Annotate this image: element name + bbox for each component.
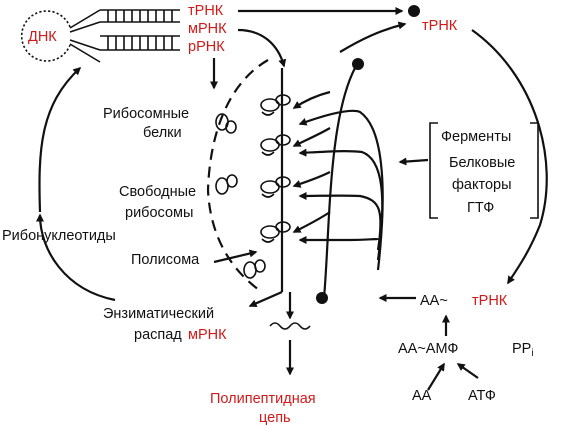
polypeptide-label-1: Полипептидная [210,391,316,407]
enzymatic-decay-label-1: Энзиматический [103,306,214,322]
ribosomal-proteins-label-2: белки [143,125,182,141]
mrna-arrow [237,28,287,68]
polysome-ribosomes-icon [260,94,291,243]
gtp-label: ГТФ [467,200,494,216]
polypeptide-chain-icon [269,322,311,330]
enzymatic-decay-mrna-label: мРНК [188,327,227,343]
decay-arrow [248,290,283,308]
trna-right-label: тРНК [422,18,458,34]
polypeptide-label-2: цепь [259,410,291,426]
dna-label: ДНК [28,29,57,45]
free-ribosomes-label-2: рибосомы [125,205,193,221]
aa-trna-prefix-label: АА~ [420,293,448,309]
mrna-top-label: мРНК [188,21,227,37]
enzymes-label: Ферменты [441,129,511,145]
factors-arrow-3 [298,191,382,251]
trna-dot-top [408,5,420,17]
trna-dot-mid [352,58,364,70]
trna-to-charging-arrow [471,29,548,285]
factors-arrow-2 [298,148,384,261]
free-ribosome-subunits-icon [215,113,266,279]
polysome-label: Полисома [131,252,200,268]
factors-bracket-left [429,122,438,219]
enzymatic-decay-label-2: распад [134,327,182,343]
transcription-ladder-icon [100,9,180,51]
protein-factors-label-1: Белковые [449,155,515,171]
input-arrow-2 [292,127,331,147]
input-arrow-3 [292,171,331,188]
aa-trna-suffix-label: тРНК [472,293,508,309]
factors-arrow-4 [298,236,380,244]
input-arrow-4 [292,211,331,233]
protein-factors-label-2: факторы [452,177,512,193]
factors-to-polysome-arrow [398,157,429,166]
factors-bracket-right [530,122,539,219]
ribonucleotides-label: Рибонуклеотиды [2,228,116,244]
aa-input-arrow [427,362,445,391]
pp-label: РРi [512,341,534,359]
trna-return-arrow [339,21,407,53]
factors-arrow-1 [298,109,384,271]
trna-loop-arrow [322,67,356,299]
dna-circle-icon [20,9,101,63]
atp-label: АТФ [468,388,496,404]
decay-to-ribonucleotides-arrow [36,213,116,302]
atp-input-arrow [456,363,479,379]
aa-label: АА [412,388,432,404]
ribosomal-proteins-label-1: Рибосомные [103,106,189,122]
ribonucleotides-to-dna-arrow [38,66,82,213]
ribosome-cycle-ring [206,59,269,293]
rrna-top-label: рРНК [188,39,225,55]
aa-amp-label: АА~АМФ [398,341,458,357]
input-arrow-1 [292,90,331,109]
trna-dot-bottom [316,292,328,304]
trna-top-label: тРНК [188,3,224,19]
polysome-pointer-arrow [213,249,258,264]
free-ribosomes-label-1: Свободные [119,184,196,200]
